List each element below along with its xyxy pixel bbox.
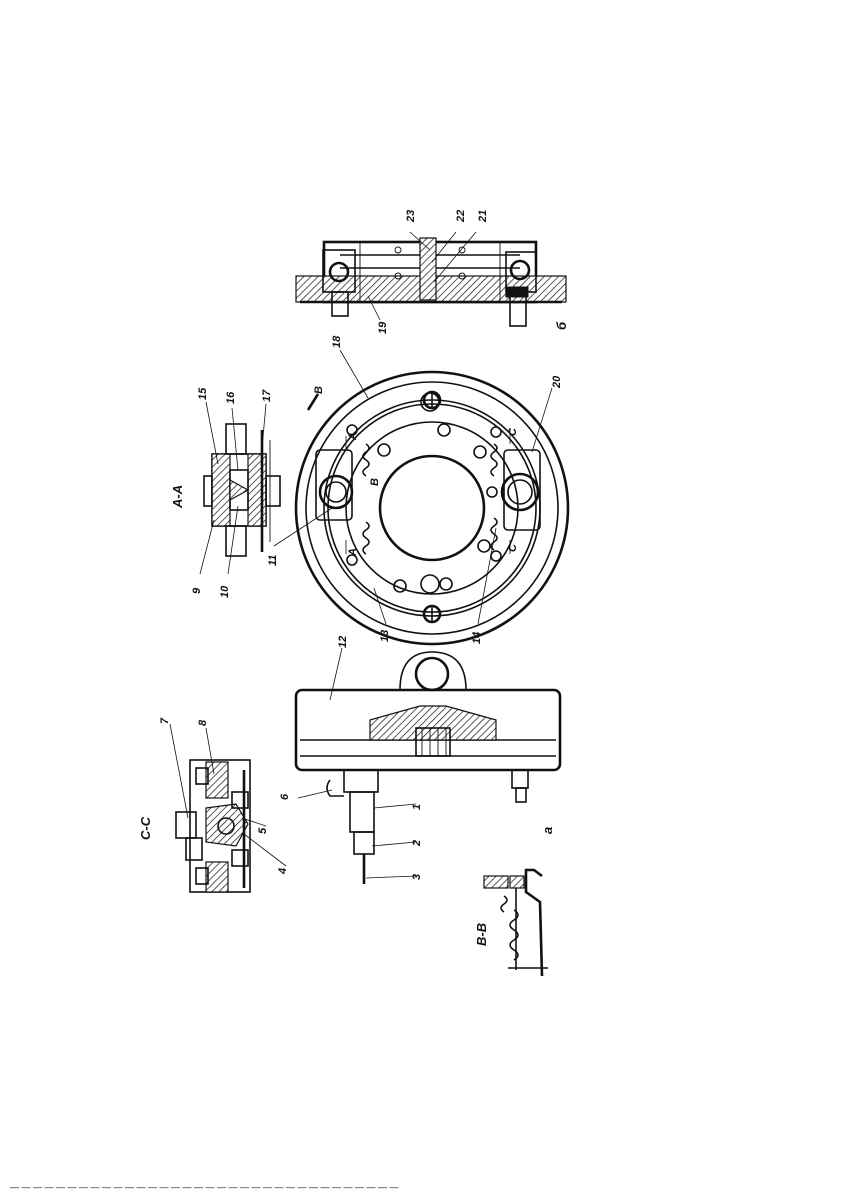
marker-letter: C xyxy=(507,543,519,552)
part-label: 13 xyxy=(379,630,391,642)
part-label: 3 xyxy=(411,874,423,880)
part-label: 6 xyxy=(279,793,291,800)
marker-letter: A xyxy=(347,548,359,557)
part-label: 4 xyxy=(277,868,289,875)
part-label: 15 xyxy=(197,387,209,400)
part-label: 18 xyxy=(331,335,343,348)
marker-letter: A xyxy=(347,432,359,441)
part-label: 1 xyxy=(411,804,423,810)
view-label-b: б xyxy=(554,321,569,330)
part-label: 23 xyxy=(405,210,417,223)
drum-front-view xyxy=(296,372,568,644)
section-aa-drawing xyxy=(204,424,280,556)
view-labels: а б xyxy=(540,321,569,834)
part-label: 12 xyxy=(337,636,349,648)
part-label: 14 xyxy=(471,632,483,644)
part-label: 2 xyxy=(411,840,423,847)
part-label: 9 xyxy=(191,587,203,594)
part-label: 22 xyxy=(455,210,467,223)
part-label: 21 xyxy=(477,210,489,223)
bottom-border-text: — — — — — — — — — — — — — — — — — — — — … xyxy=(10,1182,399,1191)
marker-letter: B xyxy=(313,386,325,394)
part-label: 7 xyxy=(159,717,171,724)
section-label-bb: В-В xyxy=(474,923,489,946)
part-label: 5 xyxy=(257,827,269,834)
part-label: 20 xyxy=(551,375,563,389)
marker-letter: B xyxy=(369,478,381,486)
section-label-cc: С-С xyxy=(138,816,153,840)
view-label-a: а xyxy=(540,827,555,834)
marker-letter: C xyxy=(507,427,519,436)
part-label: 8 xyxy=(197,719,209,726)
marker-letters: A A C C B B xyxy=(313,386,519,557)
part-label: 19 xyxy=(377,321,389,334)
part-label: 17 xyxy=(261,389,273,402)
view-b-side-section xyxy=(296,238,566,326)
section-cc-drawing xyxy=(176,760,250,892)
view-a-leaders xyxy=(298,648,416,878)
part-label: 16 xyxy=(225,391,237,404)
section-bb-drawing xyxy=(484,870,548,976)
section-label-aa: А-А xyxy=(170,485,185,509)
part-label: 11 xyxy=(267,555,279,566)
view-a-bottom-section xyxy=(296,652,560,884)
part-label: 10 xyxy=(219,585,231,598)
